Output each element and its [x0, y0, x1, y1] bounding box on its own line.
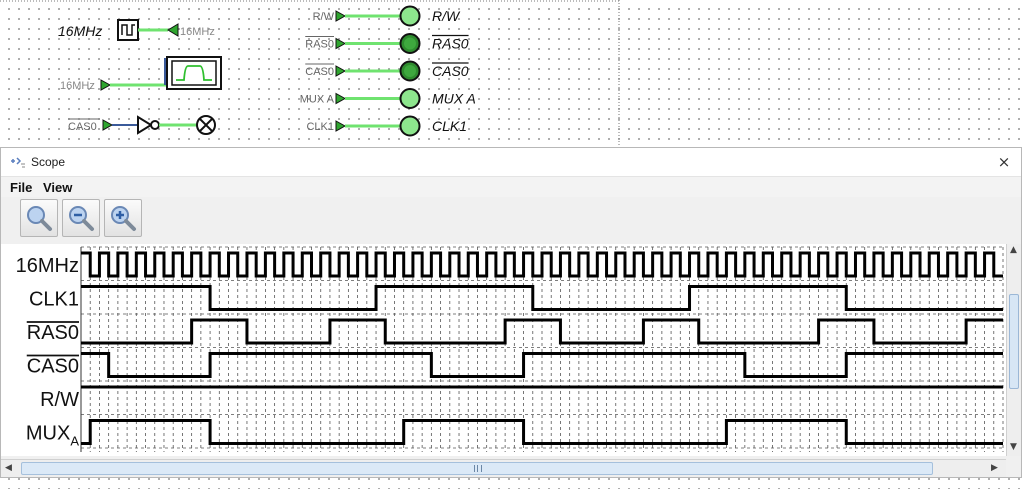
scroll-right-icon[interactable]: ▶	[991, 463, 998, 473]
vertical-scrollbar[interactable]: ▲ ▼	[1006, 244, 1021, 456]
scope-window[interactable]: Scope × File View	[0, 147, 1022, 478]
tunnel-arrow	[335, 120, 347, 132]
led-indicator[interactable]	[399, 88, 421, 109]
signal-waveform	[81, 419, 1003, 445]
tunnel-cas0-label: CAS0	[68, 121, 97, 133]
scroll-down-icon[interactable]: ▼	[1010, 442, 1017, 452]
zoom-out-icon	[69, 206, 94, 231]
signal-waveform	[81, 285, 1003, 311]
zoom-icon	[27, 206, 52, 231]
tunnel-arrow	[335, 37, 347, 50]
tunnel-arrow	[335, 65, 347, 77]
tunnel-arrow	[335, 92, 347, 105]
clock-label: 16MHz	[58, 23, 102, 39]
led-core	[404, 37, 416, 50]
signal-trace: RAS0	[26, 318, 1003, 345]
signal-label: MUXA	[26, 423, 79, 449]
signal-waveform	[81, 352, 1003, 378]
signal-waveform	[81, 318, 1003, 345]
signal-trace: 16MHz	[16, 251, 1003, 278]
tunnel-arrow	[102, 119, 114, 131]
tunnel-16mhz-scope-label: 16MHz	[60, 80, 95, 92]
signal-trace: CAS0	[26, 352, 1003, 378]
circuit-input-row[interactable]: RAS0 RAS0	[305, 33, 469, 54]
output-label: CLK1	[432, 118, 467, 134]
title-bar[interactable]: Scope ×	[1, 148, 1021, 177]
led-indicator[interactable]	[399, 5, 421, 27]
circuit-input-row[interactable]: R/W R/W	[313, 5, 461, 27]
output-label: MUX A	[432, 91, 476, 107]
signal-label: 16MHz	[16, 255, 79, 277]
output-label: R/W	[432, 8, 461, 24]
circuit-input-row[interactable]: MUX A MUX A	[300, 88, 476, 109]
clock-component[interactable]	[117, 19, 139, 41]
horizontal-scroll-thumb[interactable]	[21, 462, 933, 475]
zoom-out-button[interactable]	[62, 199, 100, 237]
signal-label: CLK1	[29, 289, 79, 311]
signal-label: RAS0	[27, 322, 79, 344]
scroll-up-icon[interactable]: ▲	[1010, 245, 1017, 255]
tunnel-label: R/W	[313, 11, 335, 23]
signal-trace: MUXA	[26, 419, 1003, 449]
app-icon	[11, 157, 25, 168]
zoom-in-icon	[111, 206, 136, 231]
signal-waveform	[81, 251, 1003, 278]
vertical-scroll-thumb[interactable]	[1009, 294, 1019, 389]
horizontal-scrollbar[interactable]: ◀ ▶	[1, 459, 1006, 477]
zoom-in-button[interactable]	[104, 199, 142, 237]
scroll-left-icon[interactable]: ◀	[5, 463, 12, 473]
close-icon[interactable]: ×	[997, 153, 1011, 171]
circuit-input-row[interactable]: CLK1 CLK1	[306, 115, 467, 137]
output-label: CAS0	[432, 63, 469, 79]
menu-bar: File View	[1, 177, 1021, 197]
signal-trace: CLK1	[29, 285, 1003, 311]
scope-component[interactable]	[166, 56, 222, 90]
output-label: RAS0	[432, 36, 469, 52]
circuit-input-row[interactable]: CAS0 CAS0	[305, 60, 469, 82]
signal-label: CAS0	[27, 356, 79, 378]
tunnel-16mhz-out[interactable]: 16MHz	[167, 23, 215, 38]
tunnel-label: CAS0	[305, 66, 334, 78]
toolbar	[1, 197, 1021, 245]
scroll-grip-icon	[474, 465, 482, 472]
menu-file[interactable]: File	[10, 180, 33, 195]
tunnel-16mhz-out-label: 16MHz	[180, 26, 215, 38]
tunnel-arrow	[335, 10, 347, 22]
zoom-button[interactable]	[20, 199, 58, 237]
signal-label: R/W	[40, 389, 79, 411]
buzzer-component[interactable]	[196, 115, 216, 135]
plot-grid	[80, 246, 1004, 452]
led-indicator[interactable]	[399, 115, 421, 137]
not-gate[interactable]	[137, 115, 160, 135]
tunnel-arrow	[100, 79, 112, 91]
tunnel-label: MUX A	[300, 94, 335, 106]
circuit-canvas[interactable]: 16MHz 16MHz 16MHz CAS0 R/W R/W RAS0 RAS0CAS…	[0, 0, 1024, 147]
window-title: Scope	[31, 155, 66, 169]
tunnel-label: CLK1	[306, 121, 334, 133]
tunnel-label: RAS0	[305, 39, 334, 51]
menu-view[interactable]: View	[43, 180, 73, 195]
signal-trace: R/W	[40, 385, 1003, 411]
led-core	[404, 65, 416, 77]
